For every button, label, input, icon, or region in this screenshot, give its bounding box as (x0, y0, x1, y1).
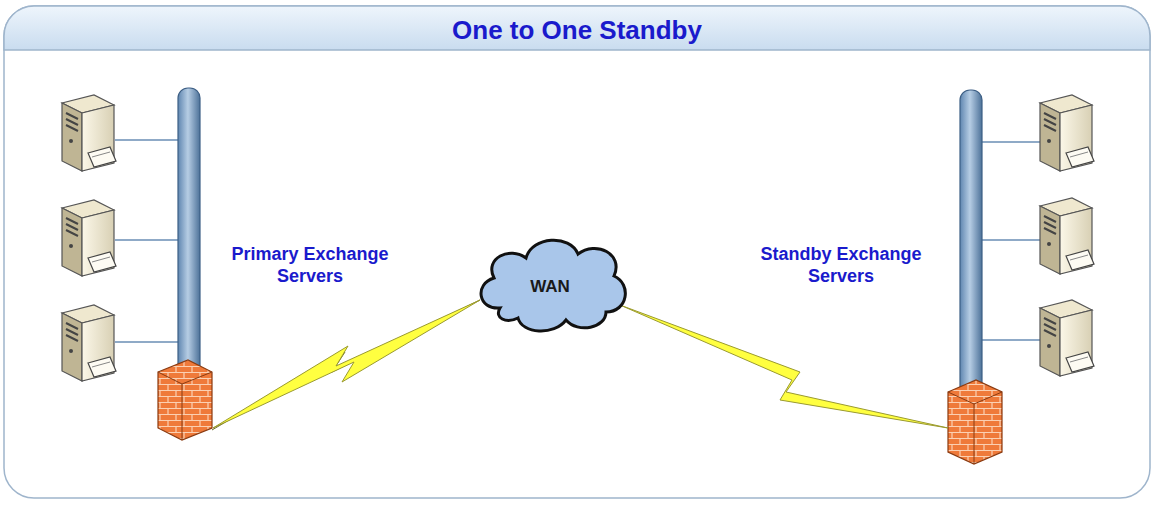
wan-cloud: WAN (470, 228, 630, 338)
header-band (4, 6, 1150, 50)
site-label: Standby Exchange Servers (736, 243, 946, 287)
primary-site (62, 88, 212, 440)
wan-link (212, 300, 480, 430)
node-label: WAN (470, 277, 630, 297)
diagram-title: One to One Standby (20, 10, 1134, 50)
frame (4, 6, 1150, 498)
wan-link (620, 305, 948, 428)
wan-link (213, 300, 480, 428)
site-label: Primary Exchange Servers (212, 243, 408, 287)
standby-site (948, 90, 1094, 464)
